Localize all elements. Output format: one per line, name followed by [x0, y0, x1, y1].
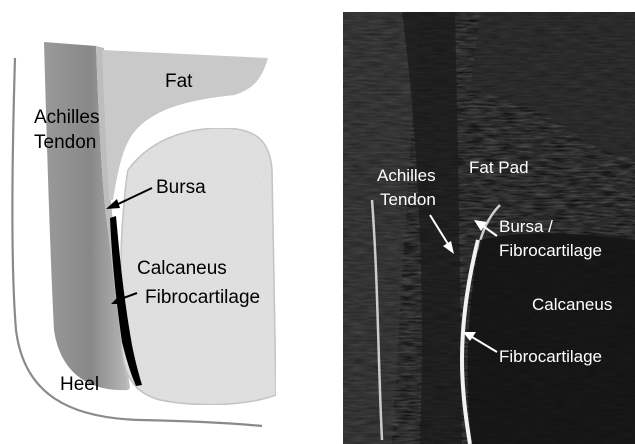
mri-fibrocartilage-label: Fibrocartilage: [499, 347, 602, 366]
achilles-tendon-label-line2: Tendon: [34, 132, 96, 153]
mri-image: Achilles Tendon Fat Pad Bursa / Fibrocar…: [343, 12, 635, 444]
mri-achilles-label-line1: Achilles: [377, 166, 436, 185]
bursa-label: Bursa: [156, 177, 206, 198]
anatomy-diagram: Fat Achilles Tendon Bursa Calcaneus Fibr…: [13, 42, 277, 426]
achilles-tendon-label-line1: Achilles: [34, 107, 99, 128]
mri-calcaneus-marrow: [468, 233, 635, 444]
calcaneus-label: Calcaneus: [137, 258, 227, 279]
fat-label: Fat: [165, 71, 193, 92]
mri-calcaneus-label: Calcaneus: [532, 295, 612, 314]
mri-bursa-label-line2: Fibrocartilage: [499, 241, 602, 260]
mri-bursa-label-line1: Bursa /: [499, 217, 553, 236]
fibrocartilage-label: Fibrocartilage: [145, 287, 260, 308]
mri-fat-pad-label: Fat Pad: [469, 158, 529, 177]
mri-achilles-label-line2: Tendon: [380, 190, 436, 209]
heel-label: Heel: [60, 374, 99, 395]
